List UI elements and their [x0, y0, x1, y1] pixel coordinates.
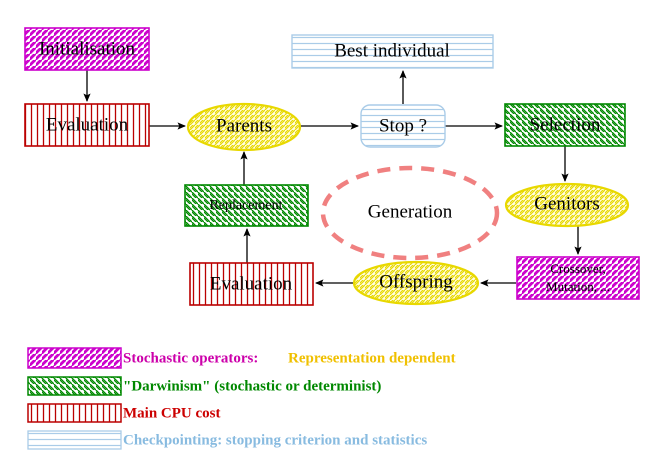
node-evaluation-top[interactable]: Evaluation [24, 103, 150, 147]
crossover-label-line2: Mutation, ... [546, 279, 610, 294]
generation-label: Generation [368, 201, 453, 222]
node-parents[interactable]: Parents [186, 102, 302, 152]
stop-label: Stop ? [379, 115, 427, 136]
replacement-box[interactable] [184, 184, 309, 227]
node-initialisation[interactable]: Initialisation [24, 27, 150, 71]
node-generation: Generation [320, 165, 500, 261]
offspring-label: Offspring [379, 271, 453, 292]
evaluation-bottom-label: Evaluation [210, 273, 293, 294]
best-individual-box[interactable] [291, 34, 494, 69]
evaluation-top-box[interactable] [24, 103, 150, 147]
legend-label-main-cpu-cost: Main CPU cost [123, 405, 221, 421]
legend-label-stochastic-operators: Stochastic operators: [123, 350, 258, 366]
legend-item-darwinism: "Darwinism" (stochastic or determinist) [27, 376, 381, 396]
selection-box[interactable] [504, 103, 626, 147]
genitors-label: Genitors [534, 193, 599, 214]
node-crossover-mutation[interactable]: Crossover, Mutation, ... [516, 256, 640, 300]
node-offspring[interactable]: Offspring [352, 260, 480, 306]
node-genitors[interactable]: Genitors [504, 182, 630, 228]
legend-label-darwinism: "Darwinism" (stochastic or determinist) [123, 378, 381, 394]
legend: Stochastic operators: Representation dep… [27, 347, 456, 450]
legend-label-representation-dependent: Representation dependent [288, 350, 456, 366]
selection-label: Selection [530, 114, 601, 135]
legend-item-main-cpu-cost: Main CPU cost [27, 403, 221, 423]
legend-swatch-red-vertical [27, 403, 122, 423]
crossover-label-line1: Crossover, [550, 261, 605, 276]
initialisation-label: Initialisation [39, 38, 136, 59]
parents-ellipse[interactable] [186, 102, 302, 152]
evaluation-bottom-box[interactable] [189, 262, 314, 306]
legend-swatch-blue-horizontal [27, 430, 122, 450]
genitors-ellipse[interactable] [504, 182, 630, 228]
legend-swatch-green-diagonal [27, 376, 122, 396]
node-selection[interactable]: Selection [504, 103, 626, 147]
replacement-label: Replacement [209, 198, 282, 213]
generation-ellipse [320, 165, 500, 261]
legend-label-checkpointing: Checkpointing: stopping criterion and st… [123, 432, 427, 448]
legend-swatch-magenta-diagonal [27, 347, 122, 369]
parents-label: Parents [216, 115, 272, 136]
node-replacement[interactable]: Replacement [184, 184, 309, 227]
node-evaluation-bottom[interactable]: Evaluation [189, 262, 314, 306]
legend-item-checkpointing: Checkpointing: stopping criterion and st… [27, 430, 427, 450]
node-stop[interactable]: Stop ? [360, 104, 446, 148]
best-individual-label: Best individual [334, 40, 450, 61]
node-best-individual[interactable]: Best individual [291, 34, 494, 69]
crossover-box[interactable] [516, 256, 640, 300]
initialisation-box[interactable] [24, 27, 150, 71]
stop-box[interactable] [360, 104, 446, 148]
evaluation-top-label: Evaluation [46, 114, 129, 135]
offspring-ellipse[interactable] [352, 260, 480, 306]
legend-item-stochastic-operators: Stochastic operators: Representation dep… [27, 347, 456, 369]
